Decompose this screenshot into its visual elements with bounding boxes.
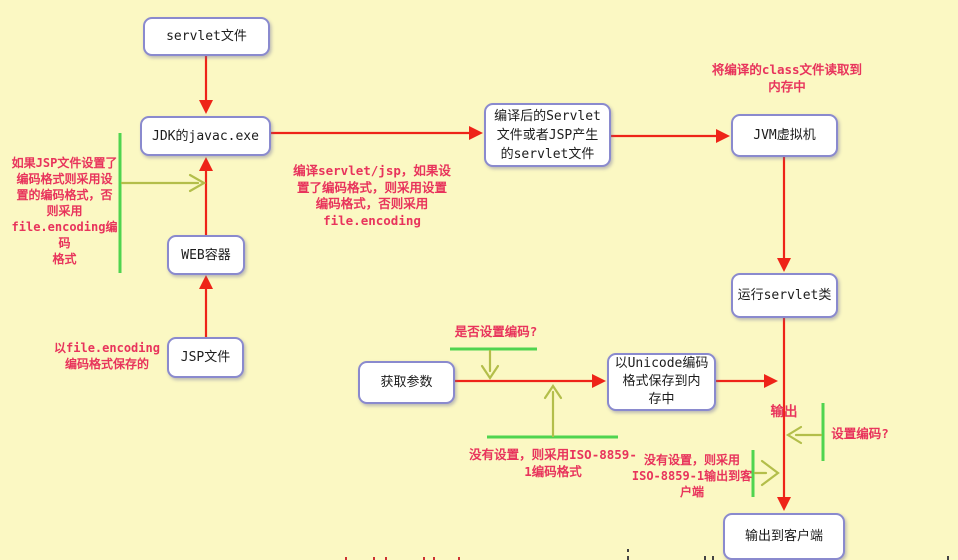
annotation-compile-note: 编译servlet/jsp，如果设 置了编码格式，则采用设置 编码格式，否则采用… [293,163,451,228]
red-flow-arrows [199,56,791,511]
annotation-jsp-encoding-note: 如果JSP文件设置了 编码格式则采用设 置的编码格式，否 则采用 file.en… [11,156,118,266]
annotation-read-class-to-memory: 将编译的class文件读取到 内存中 [711,62,863,94]
node-get-params: 获取参数 [358,361,455,404]
annotation-file-encoding-saved: 以file.encoding 编码格式保存的 [54,341,160,371]
annotation-output: 输出 [770,404,798,420]
annotation-is-encoding-set: 是否设置编码? [454,324,538,339]
node-web-container: WEB容器 [167,235,245,275]
node-run-servlet: 运行servlet类 [731,273,838,318]
olive-branch-arrows [120,173,823,487]
green-decision-bars [118,133,825,497]
node-jsp-file: JSP文件 [167,337,244,378]
node-unicode-memory: 以Unicode编码 格式保存到内 存中 [607,353,716,411]
node-servlet-file: servlet文件 [143,17,270,56]
node-jdk-javac: JDK的javac.exe [140,116,271,156]
node-output-client: 输出到客户端 [723,513,845,560]
annotation-encoding-set-q: 设置编码? [831,426,889,441]
annotation-no-set-iso-output: 没有设置，则采用 ISO-8859-1输出到客 户端 [631,453,753,499]
bottom-cutoff-text-marks [345,549,949,560]
node-compiled-servlet: 编译后的Servlet 文件或者JSP产生 的servlet文件 [484,103,611,167]
annotation-no-set-iso-format: 没有设置，则采用ISO-8859- 1编码格式 [469,447,637,479]
node-jvm: JVM虚拟机 [731,114,838,157]
